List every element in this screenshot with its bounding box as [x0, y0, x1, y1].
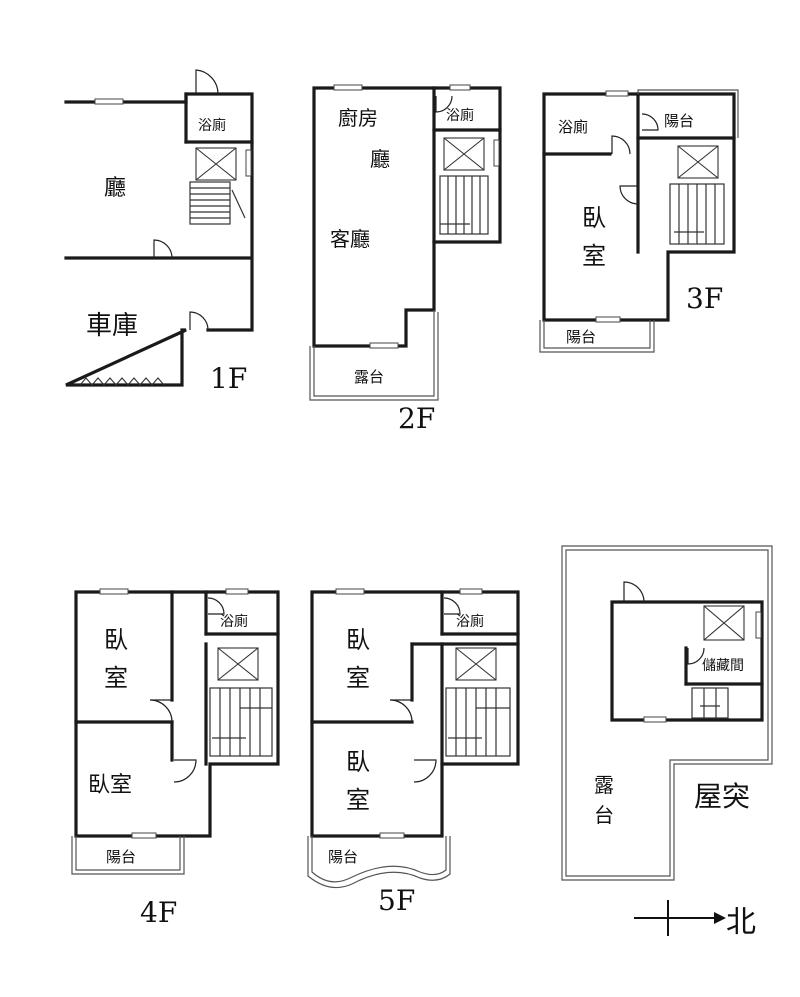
floor-3f-bath-door [611, 135, 631, 155]
floor-2f-stairs [439, 175, 489, 235]
compass-arrow-head [714, 912, 726, 924]
floor-5f-bedroom2-label-2: 室 [346, 786, 370, 814]
floor-3f-bedroom-door [619, 185, 639, 205]
floor-2f-living-label: 客廳 [330, 227, 370, 251]
floor-5f-elevator [455, 647, 497, 681]
roof-door [623, 581, 645, 603]
compass-north-label: 北 [726, 905, 756, 940]
floor-3f-balcony-door [641, 113, 659, 131]
floor-3f: 浴廁 陽台 臥 室 陽台 3F [539, 89, 739, 353]
floor-3f-balcony-bottom [543, 320, 651, 349]
floor-5f-bedroom1-label-2: 室 [346, 664, 370, 692]
roof-title: 屋突 [694, 780, 750, 813]
floor-4f-title: 4F [140, 896, 177, 929]
floor-3f-elevator [677, 145, 719, 179]
floor-3f-bedroom-label-1: 臥 [582, 204, 606, 232]
floor-5f-walls [310, 590, 520, 838]
floor-4f-bedroom2-label: 臥室 [88, 773, 132, 798]
floor-1f-garage-label: 車庫 [86, 311, 138, 341]
compass: 北 [634, 900, 756, 940]
floor-4f-bath-label: 浴廁 [220, 613, 248, 630]
floor-5f-bedroom1-label-1: 臥 [346, 626, 370, 654]
floor-4f: 臥 室 臥室 浴廁 陽台 4F [71, 588, 280, 929]
floor-2f-window [333, 84, 363, 91]
roof-storage-label: 儲藏間 [702, 658, 744, 674]
roof-elevator [703, 605, 745, 641]
floor-3f-title: 3F [686, 282, 723, 315]
floor-2f-title: 2F [398, 402, 435, 435]
floor-5f-bedroom2-label-1: 臥 [346, 748, 370, 776]
floor-1f-bath-label: 浴廁 [198, 117, 226, 134]
floor-1f-garage-shutter [79, 377, 165, 386]
roof-storage-door [687, 647, 705, 665]
floor-4f-bedroom1-door [149, 699, 173, 723]
floor-2f-terrace [313, 310, 435, 397]
floor-2f-bath-label: 浴廁 [446, 107, 474, 124]
roof-stairs [691, 687, 729, 719]
roof-terrace-label-2: 台 [594, 803, 614, 827]
floor-1f: 廳 車庫 浴廁 1F [64, 69, 254, 395]
floor-4f-balcony-label: 陽台 [106, 848, 136, 866]
floor-roof: 儲藏間 露 台 屋突 [561, 545, 773, 881]
roof-terrace-label-1: 露 [594, 773, 614, 797]
floor-2f-hall-label: 廳 [370, 147, 390, 171]
floor-3f-bedroom-label-2: 室 [582, 242, 606, 270]
floor-4f-stairs [209, 687, 273, 757]
floor-3f-bath-label: 浴廁 [558, 118, 588, 136]
floor-1f-garage-door [189, 311, 209, 331]
floor-3f-window [605, 90, 629, 97]
floor-4f-bedroom1-label-1: 臥 [104, 626, 128, 654]
floor-5f-title: 5F [378, 884, 415, 917]
roof-terrace-outline [561, 545, 773, 881]
floor-2f-bath-door [435, 95, 453, 113]
floor-1f-inner-door [153, 239, 173, 259]
floor-3f-balcony-bottom-label: 陽台 [566, 328, 596, 346]
roof-structure-walls [610, 600, 764, 722]
floor-4f-bath-door [207, 597, 225, 615]
floor-5f-bedroom2-door [413, 759, 437, 783]
floor-5f-window [335, 588, 365, 595]
floor-3f-balcony-top [637, 89, 739, 138]
floor-1f-elevator [195, 147, 237, 181]
floor-5f-balcony-label: 陽台 [328, 848, 358, 866]
floor-2f-terrace-label: 露台 [354, 368, 384, 386]
floor-5f-bath-door [443, 597, 461, 615]
floor-2f: 廚房 廳 客廳 浴廁 露台 2F [309, 84, 502, 435]
floor-3f-stairs [669, 183, 725, 245]
floor-1f-stairs [189, 181, 246, 225]
floor-2f-elevator [443, 137, 485, 171]
floor-1f-window-east [245, 149, 252, 177]
floor-5f-stairs [445, 687, 511, 757]
floor-4f-balcony [75, 836, 181, 871]
floor-5f: 臥 室 臥 室 浴廁 陽台 5F [307, 588, 520, 917]
floor-1f-window [94, 98, 124, 105]
floor-5f-balcony [311, 836, 447, 883]
floor-1f-entry-door [195, 69, 219, 95]
floor-1f-title: 1F [210, 362, 247, 395]
floor-4f-bedroom2-door [173, 759, 197, 783]
floor-2f-kitchen-label: 廚房 [338, 106, 378, 130]
floor-5f-bath-label: 浴廁 [456, 613, 484, 630]
floor-3f-balcony-top-label: 陽台 [664, 112, 694, 130]
floor-4f-bedroom1-label-2: 室 [104, 664, 128, 692]
floor-1f-walls [64, 92, 254, 387]
floor-4f-window [99, 588, 129, 595]
floor-4f-elevator [217, 647, 259, 681]
floor-5f-bedroom1-door [389, 699, 413, 723]
floor-1f-living-label: 廳 [104, 176, 126, 201]
